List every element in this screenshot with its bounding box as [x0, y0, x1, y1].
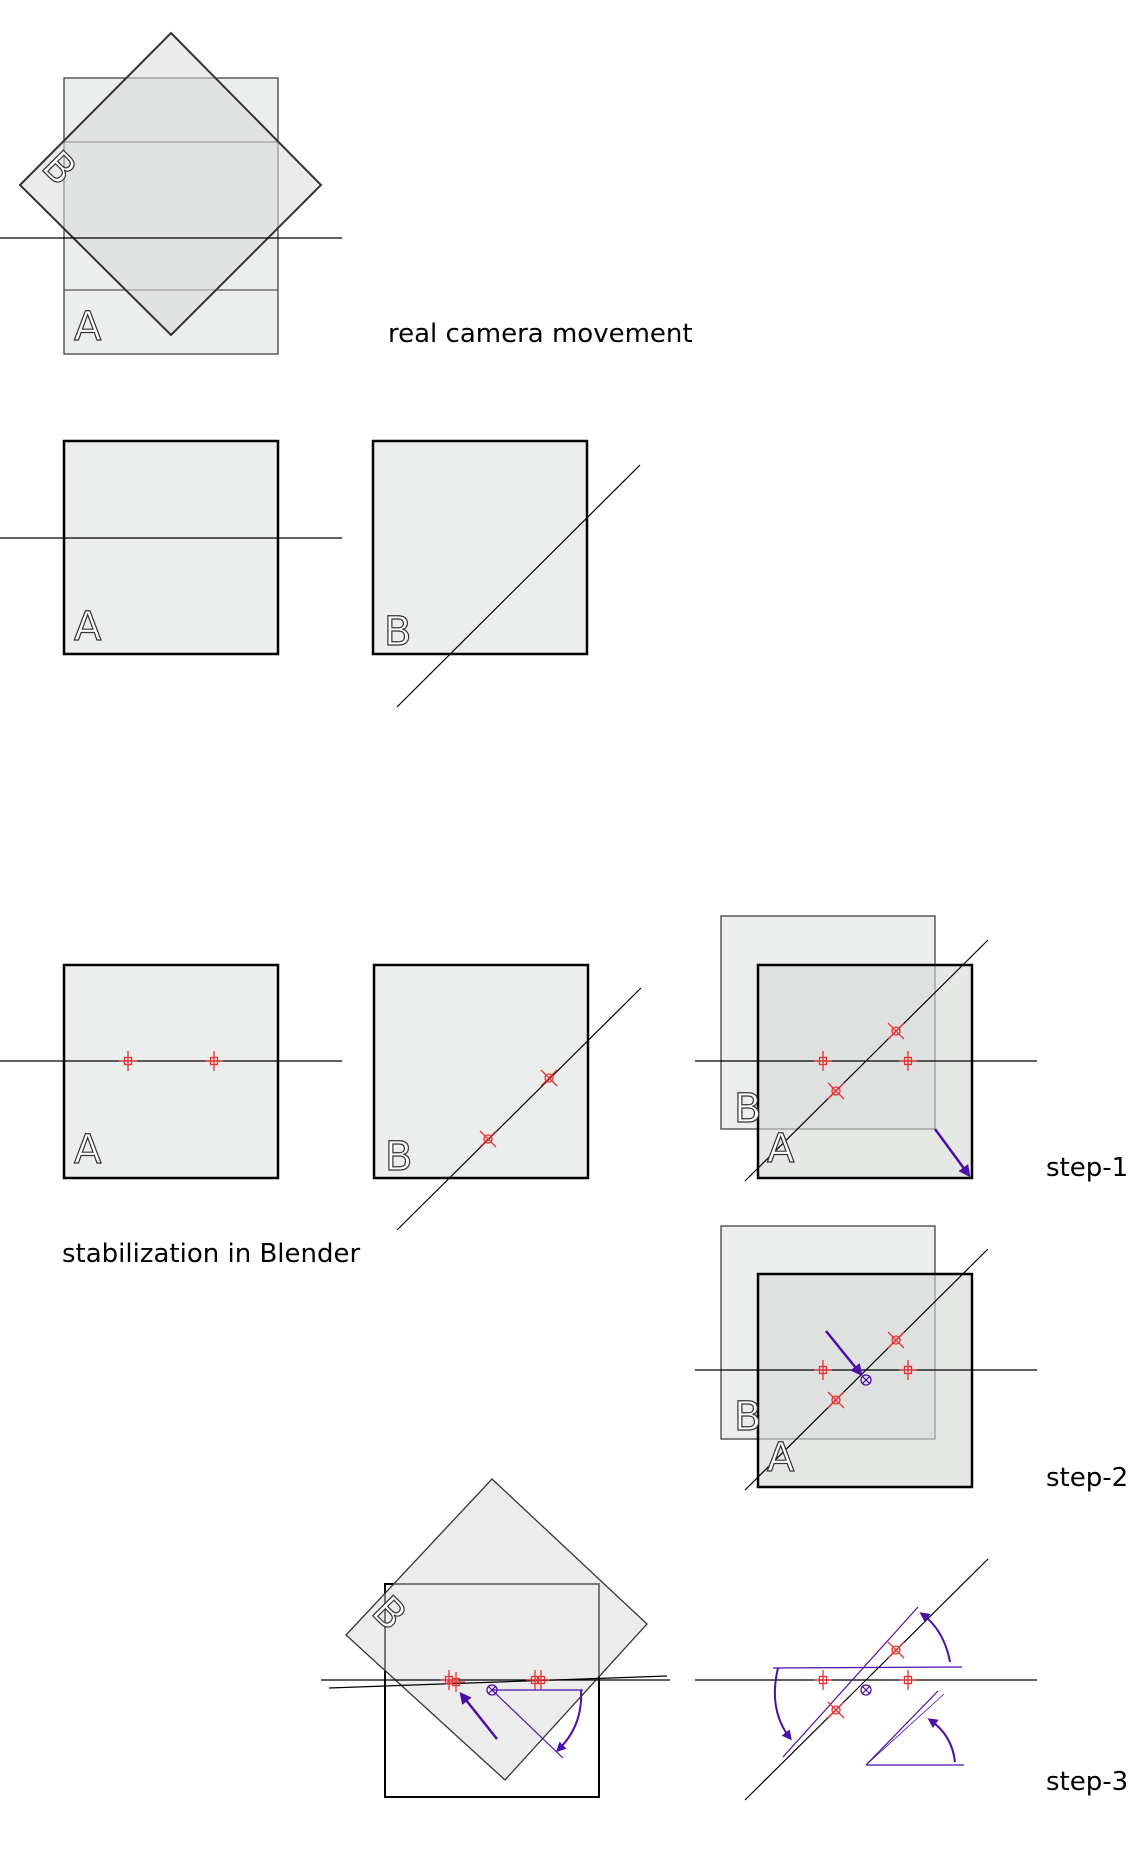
frame-b-letter: B [384, 609, 411, 655]
frame-b-rotated [18, 31, 323, 337]
frame-a [62, 439, 280, 656]
frame-b-tracked [372, 963, 590, 1180]
angle-arc-arrow [927, 1718, 956, 1763]
label-step-1: step-1 [1046, 1153, 1128, 1183]
pivot-marker [860, 1684, 872, 1696]
pivot-arrow [825, 1330, 863, 1377]
label-step-3: step-3 [1046, 1767, 1128, 1797]
track-marker [813, 1669, 833, 1691]
section-real-camera-movement: A B real camera movement [0, 31, 693, 355]
frame-b-rotated [345, 1478, 648, 1781]
step-2-diagram: B A step-2 [695, 1225, 1128, 1493]
frame-a-letter: A [74, 1127, 102, 1173]
track-marker [887, 1641, 905, 1659]
tilted-line [744, 1248, 989, 1491]
pivot-marker [860, 1374, 872, 1386]
label-step-2: step-2 [1046, 1463, 1128, 1493]
horizon-line-b [396, 464, 641, 708]
frame-b-letter: B [734, 1394, 761, 1440]
frame-a-letter: A [74, 604, 102, 650]
translation-arrow [933, 1128, 971, 1178]
section-frames-ab: A B [0, 439, 641, 708]
rotation-arc-arrow [555, 1689, 583, 1753]
frame-a-letter: A [74, 304, 102, 350]
step-1-diagram: B A step-1 [695, 915, 1128, 1183]
track-marker [827, 1701, 845, 1719]
pivot-line [491, 1689, 564, 1759]
angle-side-line [865, 1693, 945, 1766]
frame-a-tracked [62, 963, 280, 1180]
label-real-camera-movement: real camera movement [388, 319, 693, 349]
translation-arrow [459, 1691, 498, 1740]
rotation-arc-arrow [919, 1612, 951, 1663]
track-marker [898, 1669, 918, 1691]
marker-connector-line [782, 1606, 919, 1758]
frame-a-target [756, 963, 974, 1180]
marker-connector-line [772, 1666, 963, 1669]
label-stabilization-in-blender: stabilization in Blender [62, 1239, 360, 1269]
tilted-horizon [328, 1675, 668, 1689]
frame-a-letter: A [767, 1435, 795, 1481]
frame-b [371, 439, 589, 656]
frame-b-letter: B [385, 1134, 412, 1180]
tilted-line [744, 939, 989, 1182]
angle-side-line [865, 1690, 939, 1766]
section-stabilization: A B stabilization in Blender [0, 963, 642, 1269]
frame-b-letter: B [734, 1086, 761, 1132]
frame-a-letter: A [767, 1126, 795, 1172]
step-3-diagram: B step-3 [321, 1478, 1128, 1801]
tilted-line [744, 1558, 989, 1801]
horizon-line-b [396, 987, 642, 1231]
rotation-arc-arrow [773, 1667, 792, 1741]
